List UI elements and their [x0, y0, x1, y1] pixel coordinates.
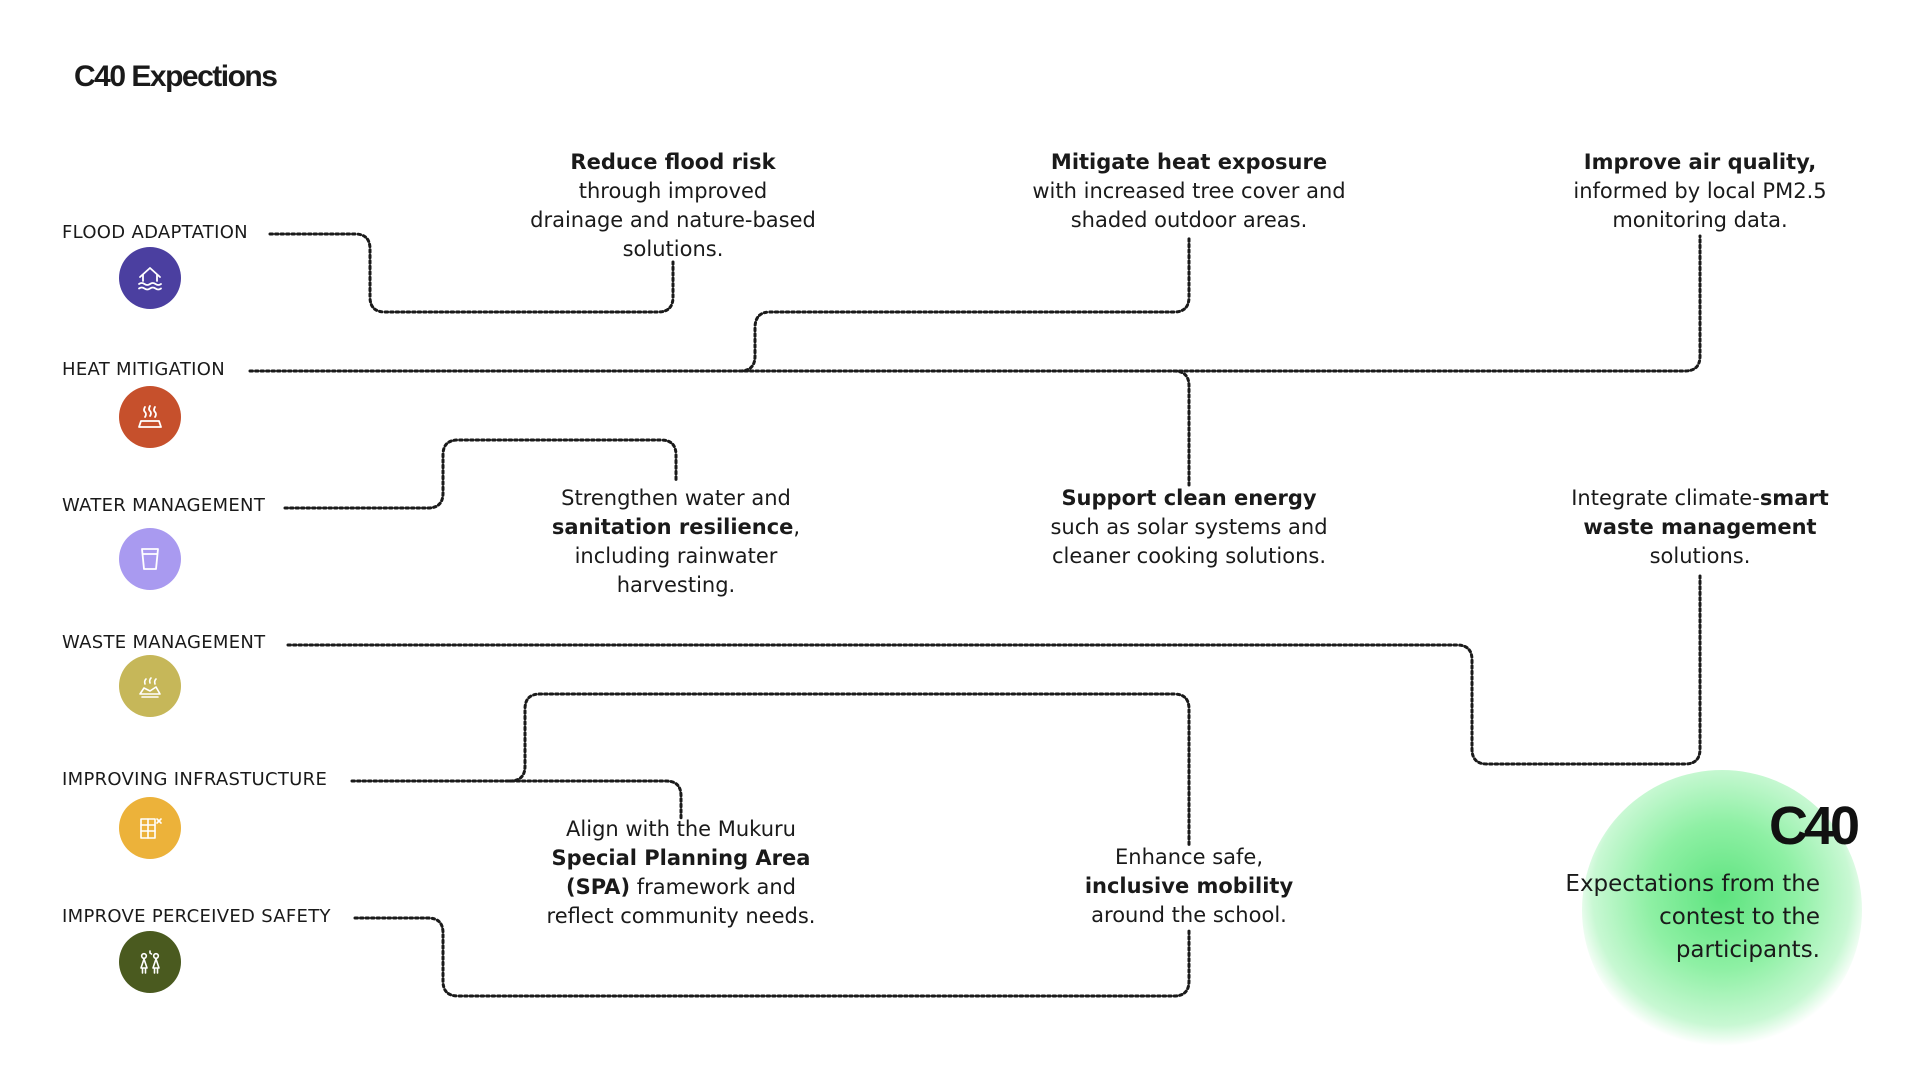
goal-water-pre: Strengthen water and	[561, 486, 791, 510]
goal-flood: Reduce flood risk through improved drain…	[530, 148, 816, 264]
goal-waste-bold: smart waste management	[1583, 486, 1829, 539]
connector-flood	[268, 232, 675, 314]
category-label-infrastructure: IMPROVING INFRASTUCTURE	[62, 769, 328, 790]
connector-water	[283, 438, 678, 510]
goal-heat: Mitigate heat exposure with increased tr…	[1030, 148, 1348, 235]
goal-waste: Integrate climate-smart waste management…	[1560, 484, 1840, 571]
category-label-water: WATER MANAGEMENT	[62, 495, 266, 516]
connector-mobility-top	[508, 692, 1191, 847]
goal-waste-pre: Integrate climate-	[1571, 486, 1760, 510]
goal-energy: Support clean energy such as solar syste…	[1050, 484, 1328, 571]
goal-water-bold: sanitation resilience	[551, 515, 794, 539]
goal-flood-text: through improved drainage and nature-bas…	[530, 179, 816, 261]
goal-infrastructure: Align with the Mukuru Special Planning A…	[544, 815, 818, 931]
goal-energy-bold: Support clean energy	[1061, 486, 1317, 510]
goal-heat-bold: Mitigate heat exposure	[1050, 150, 1328, 174]
connector-safety	[353, 916, 1191, 998]
goal-energy-text: such as solar systems and cleaner cookin…	[1050, 515, 1328, 568]
goal-water: Strengthen water and sanitation resilien…	[540, 484, 812, 600]
connector-heat-exposure	[738, 234, 1191, 373]
connector-infra	[350, 779, 683, 820]
goal-infra-pre: Align with the Mukuru	[566, 817, 796, 841]
water-glass-icon	[119, 528, 181, 590]
flood-house-icon	[119, 247, 181, 309]
goal-air: Improve air quality, informed by local P…	[1552, 148, 1848, 235]
connector-waste	[286, 574, 1702, 766]
page-title: C40 Expections	[74, 60, 278, 93]
heat-icon	[119, 386, 181, 448]
logo-glow	[1582, 770, 1862, 1050]
goal-mobility: Enhance safe, inclusive mobility around …	[1070, 843, 1308, 930]
goal-mobility-text: around the school.	[1091, 903, 1287, 927]
connector-heat-air	[248, 234, 1702, 373]
connector-energy	[1172, 369, 1191, 487]
waste-icon	[119, 655, 181, 717]
community-safety-icon	[119, 931, 181, 993]
c40-logo: C40	[1768, 796, 1860, 856]
category-label-safety: IMPROVE PERCEIVED SAFETY	[62, 906, 331, 927]
goal-air-bold: Improve air quality,	[1583, 150, 1817, 174]
category-label-flood: FLOOD ADAPTATION	[62, 222, 248, 243]
category-label-waste: WASTE MANAGEMENT	[62, 632, 266, 653]
goal-heat-text: with increased tree cover and shaded out…	[1032, 179, 1346, 232]
goal-infra-bold: Special Planning Area (SPA)	[551, 846, 811, 899]
goal-mobility-pre: Enhance safe,	[1114, 845, 1263, 869]
logo-caption: Expectations from the contest to the par…	[1565, 871, 1820, 963]
category-label-heat: HEAT MITIGATION	[62, 359, 225, 380]
goal-mobility-bold: inclusive mobility	[1084, 874, 1294, 898]
goal-infra-text: framework and reflect community needs.	[546, 875, 816, 928]
goal-air-text: informed by local PM2.5 monitoring data.	[1573, 179, 1827, 232]
goal-water-text: , including rainwater harvesting.	[574, 515, 801, 597]
infrastructure-icon	[119, 797, 181, 859]
goal-waste-text: solutions.	[1649, 544, 1751, 568]
goal-flood-bold: Reduce flood risk	[570, 150, 776, 174]
